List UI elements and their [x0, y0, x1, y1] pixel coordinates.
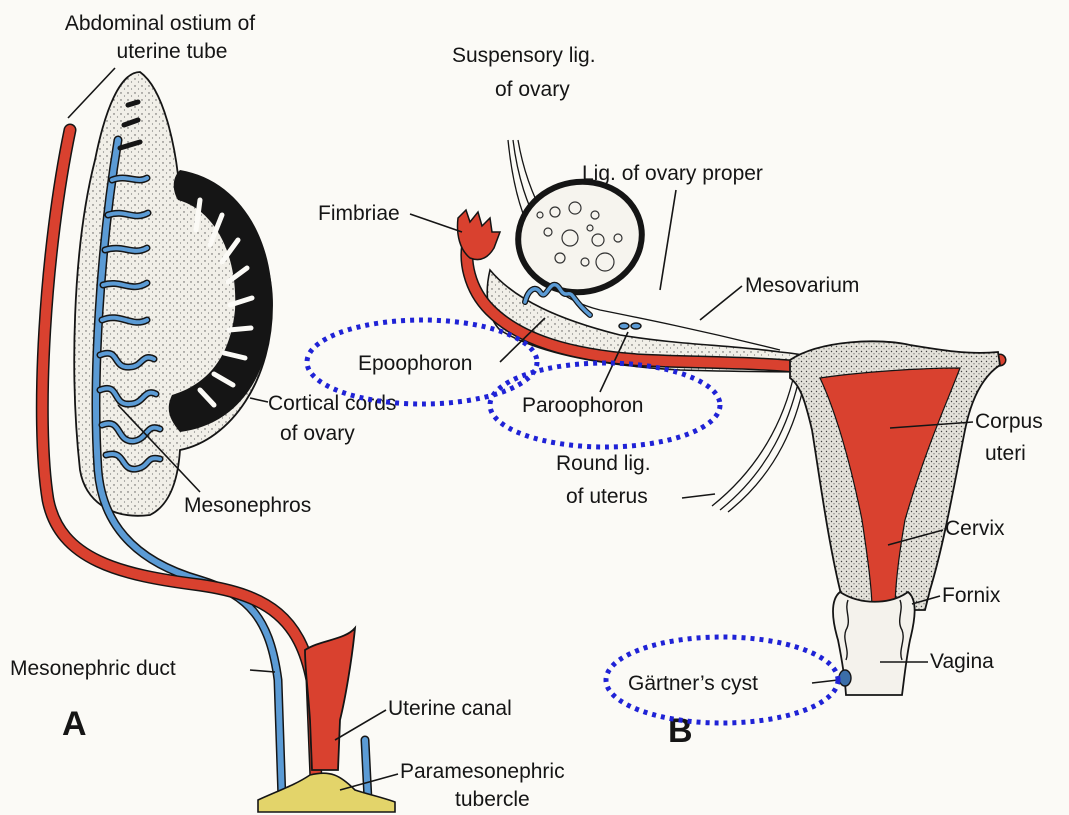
label-paroophoron: Paroophoron [522, 394, 643, 417]
panel-b: Suspensory lig. of ovary Lig. of ovary p… [318, 44, 1043, 750]
label-suspensory-lig-1: Suspensory lig. [452, 44, 596, 67]
leader-fimbriae [410, 214, 462, 232]
label-corpus-uteri-1: Corpus [975, 410, 1043, 433]
leader-mesovarium [700, 286, 742, 320]
label-suspensory-lig-2: of ovary [495, 78, 570, 101]
panel-letter-a: A [62, 705, 87, 743]
uterine-canal [305, 628, 355, 770]
label-gartners-cyst: Gärtner’s cyst [628, 672, 758, 695]
round-ligament [712, 375, 806, 512]
leader-gartners-cyst [812, 680, 838, 683]
leader-lig-ovary-proper [660, 190, 676, 290]
label-mesonephros: Mesonephros [184, 494, 311, 517]
label-fornix: Fornix [942, 584, 1001, 607]
label-paramesonephric-tubercle-1: Paramesonephric [400, 760, 565, 783]
label-cortical-cords-2: of ovary [280, 422, 355, 445]
label-paramesonephric-tubercle-2: tubercle [455, 788, 530, 811]
label-fimbriae: Fimbriae [318, 202, 400, 225]
label-abdominal-ostium-1: Abdominal ostium of [65, 12, 255, 35]
label-round-lig-2: of uterus [566, 485, 648, 508]
fimbriae [458, 210, 501, 260]
ovary [509, 172, 650, 302]
label-mesonephric-duct: Mesonephric duct [10, 657, 176, 680]
label-round-lig-1: Round lig. [556, 452, 651, 475]
label-cortical-cords-1: Cortical cords [268, 392, 396, 415]
gartners-cyst [839, 670, 851, 686]
label-abdominal-ostium-2: uterine tube [117, 40, 228, 63]
label-mesovarium: Mesovarium [745, 274, 859, 297]
label-uterine-canal: Uterine canal [388, 697, 512, 720]
leader-round-lig [682, 494, 715, 498]
label-cervix: Cervix [945, 517, 1005, 540]
leader-cortical-cords [250, 398, 268, 402]
highlight-ellipses [307, 320, 838, 723]
label-epoophoron: Epoophoron [358, 352, 472, 375]
label-corpus-uteri-2: uteri [985, 442, 1026, 465]
leader-mesonephric-duct [250, 670, 275, 672]
label-lig-ovary-proper: Lig. of ovary proper [582, 162, 763, 185]
leader-uterine-canal [335, 710, 386, 740]
label-vagina: Vagina [930, 650, 994, 673]
paroophoron [619, 323, 641, 329]
panel-a: Abdominal ostium of uterine tube Cortica… [10, 12, 565, 812]
